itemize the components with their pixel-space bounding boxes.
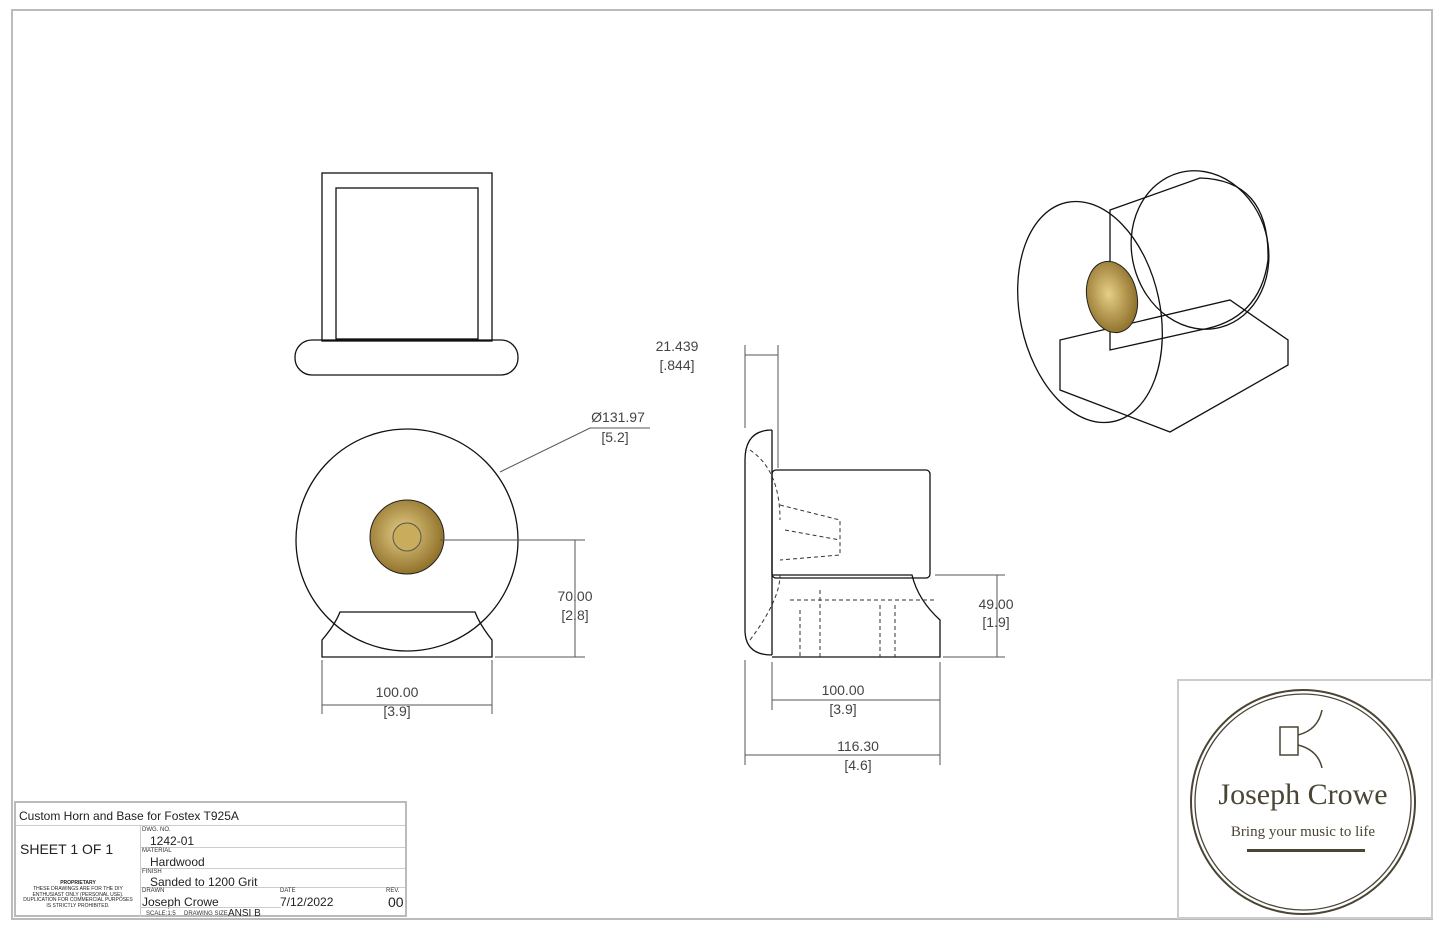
rev-label: REV.	[386, 888, 400, 894]
finish: Sanded to 1200 Grit	[150, 875, 258, 889]
dim-front-height-inch: [2.8]	[561, 607, 588, 623]
front-view	[295, 428, 519, 658]
dim-side-total-width: 116.30	[837, 738, 879, 754]
dim-flange-depth: 21.439	[656, 338, 699, 354]
dim-diameter-inch: [5.2]	[601, 429, 628, 445]
dim-front-width-inch: [3.9]	[383, 703, 410, 719]
dim-front-width: 100.00	[376, 684, 419, 700]
dim-side-base-width: 100.00	[822, 682, 865, 698]
revision: 00	[388, 894, 404, 910]
scale: SCALE:1:5	[146, 911, 176, 917]
dim-flange-depth-inch: [.844]	[659, 357, 694, 373]
dim-front-height: 70.00	[557, 588, 592, 604]
company-logo: Joseph Crowe Bring your music to life	[1177, 679, 1433, 919]
front-dimensions	[321, 427, 650, 714]
top-view	[294, 172, 519, 376]
material: Hardwood	[150, 855, 205, 869]
drawing-title: Custom Horn and Base for Fostex T925A	[19, 809, 239, 823]
date-label: DATE	[280, 888, 296, 894]
drawn-by: Joseph Crowe	[142, 895, 219, 909]
isometric-view	[1017, 170, 1289, 433]
drawn-label: DRAWN	[142, 888, 165, 894]
dim-diameter: Ø131.97	[591, 409, 645, 425]
sheet-number: SHEET 1 OF 1	[20, 841, 114, 857]
size-label: DRAWING SIZE	[184, 911, 228, 917]
date: 7/12/2022	[280, 895, 334, 909]
dwg-no: 1242-01	[150, 834, 195, 848]
dim-side-height-inch: [1.9]	[982, 614, 1009, 630]
sheet-border	[11, 9, 1433, 920]
dim-side-base-width-inch: [3.9]	[829, 701, 856, 717]
side-view	[744, 429, 941, 658]
material-label: MATERIAL	[142, 848, 172, 854]
logo-name: Joseph Crowe	[1218, 778, 1387, 811]
proprietary-title: PROPRIETARY	[60, 880, 96, 886]
side-dimensions	[744, 345, 1005, 765]
dim-side-height: 49.00	[978, 596, 1013, 612]
finish-label: FINISH	[142, 869, 162, 875]
proprietary-text: THESE DRAWINGS ARE FOR THE DIY ENTHUSIAS…	[23, 886, 133, 909]
speaker-icon	[1279, 709, 1323, 769]
dwg-no-label: DWG. NO.	[142, 827, 171, 833]
title-block: Custom Horn and Base for Fostex T925A SH…	[14, 801, 407, 919]
dim-side-total-width-inch: [4.6]	[844, 757, 871, 773]
drawing-size: ANSI B	[228, 908, 261, 919]
logo-tagline: Bring your music to life	[1231, 824, 1375, 840]
